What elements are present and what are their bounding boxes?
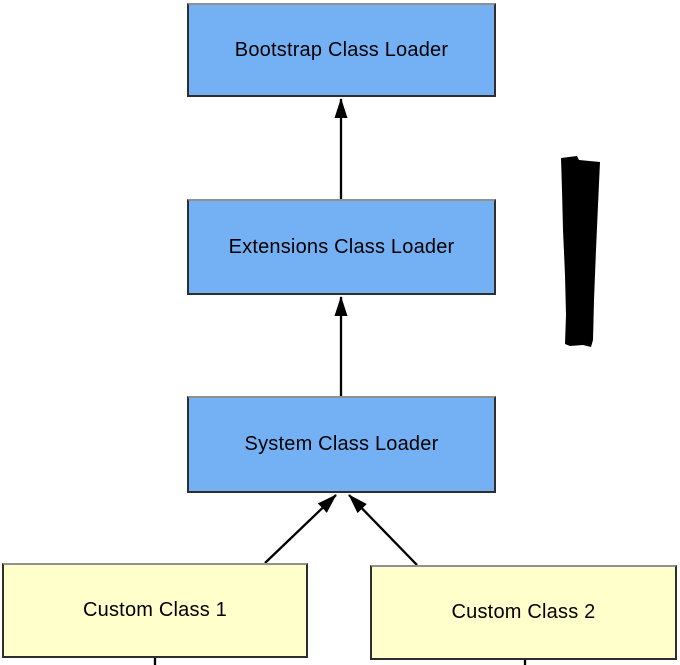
node-custom-class-1: Custom Class 1 [2, 563, 308, 658]
node-label: Custom Class 1 [83, 599, 227, 621]
node-custom-class-2: Custom Class 2 [370, 565, 677, 660]
node-system-class-loader: System Class Loader [187, 396, 496, 493]
node-bootstrap-class-loader: Bootstrap Class Loader [187, 3, 496, 97]
node-label: Custom Class 2 [451, 601, 596, 623]
arrow-custom2-to-system [348, 494, 418, 566]
arrow-custom1-to-system [264, 494, 337, 564]
node-label: Bootstrap Class Loader [234, 38, 449, 61]
node-extensions-class-loader: Extensions Class Loader [187, 199, 496, 295]
black-ink-mark [561, 156, 600, 347]
node-label: Extensions Class Loader [228, 235, 455, 258]
node-label: System Class Loader [244, 433, 439, 455]
